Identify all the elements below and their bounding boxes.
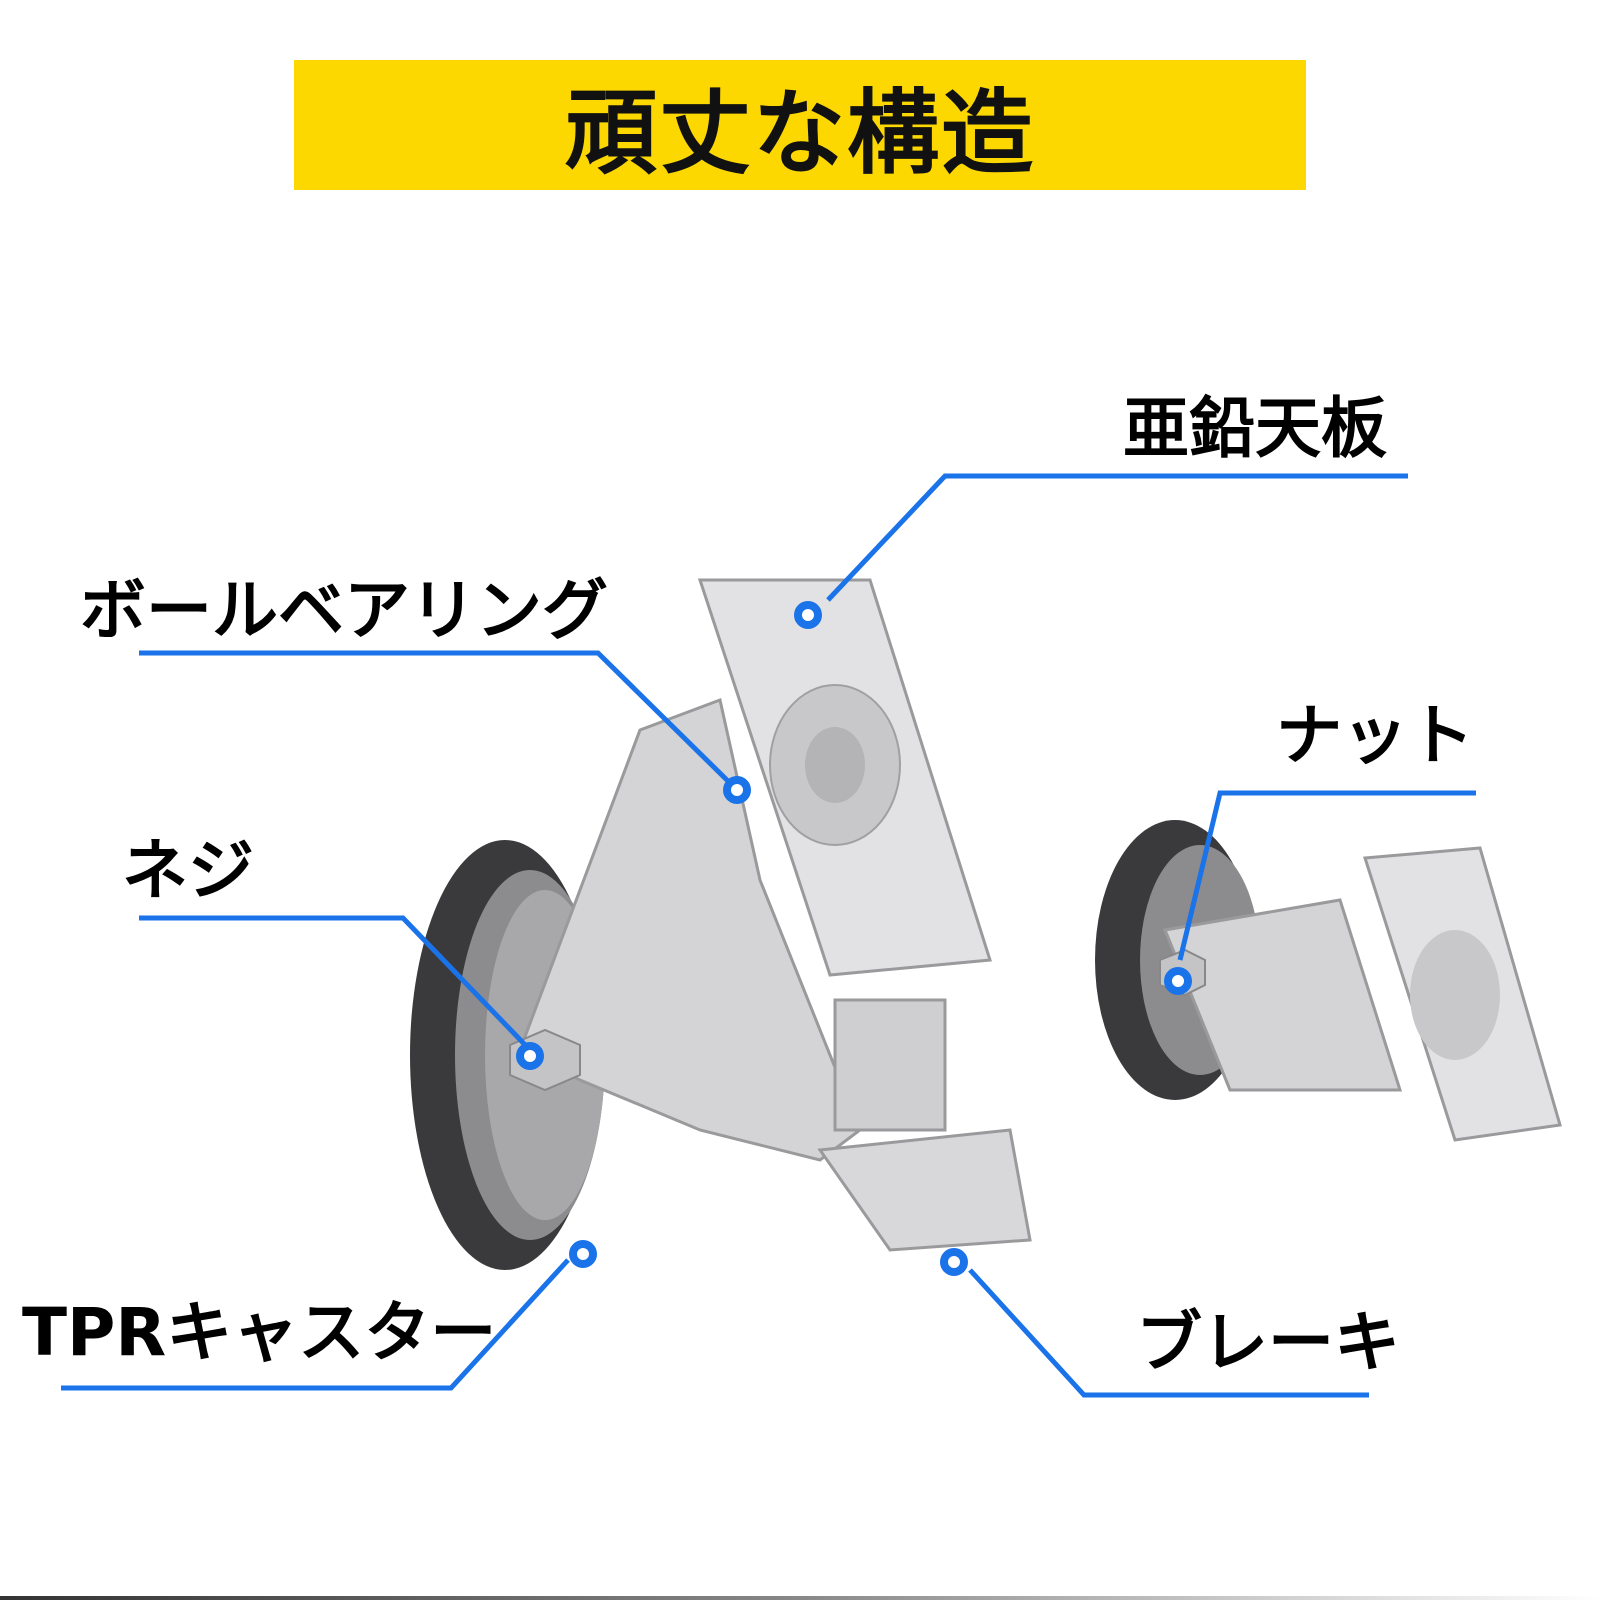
bottom-divider (0, 1596, 1600, 1600)
leader-lines (61, 473, 1476, 1398)
callout-brake: ブレーキ (1136, 1304, 1400, 1381)
page-title: 頑丈な構造 (564, 79, 1035, 187)
callout-ball-bearing: ボールベアリング (80, 572, 608, 649)
caster-fixed-image (1095, 820, 1562, 1142)
callout-tpr-caster: TPRキャスター (22, 1294, 497, 1371)
title-banner: 頑丈な構造 (294, 60, 1306, 190)
callout-dots (516, 601, 1192, 1276)
callout-screw: ネジ (122, 832, 254, 909)
caster-with-brake-image (410, 578, 1032, 1270)
callout-nut: ナット (1276, 697, 1474, 774)
callout-zinc-plate: 亜鉛天板 (1123, 390, 1387, 467)
